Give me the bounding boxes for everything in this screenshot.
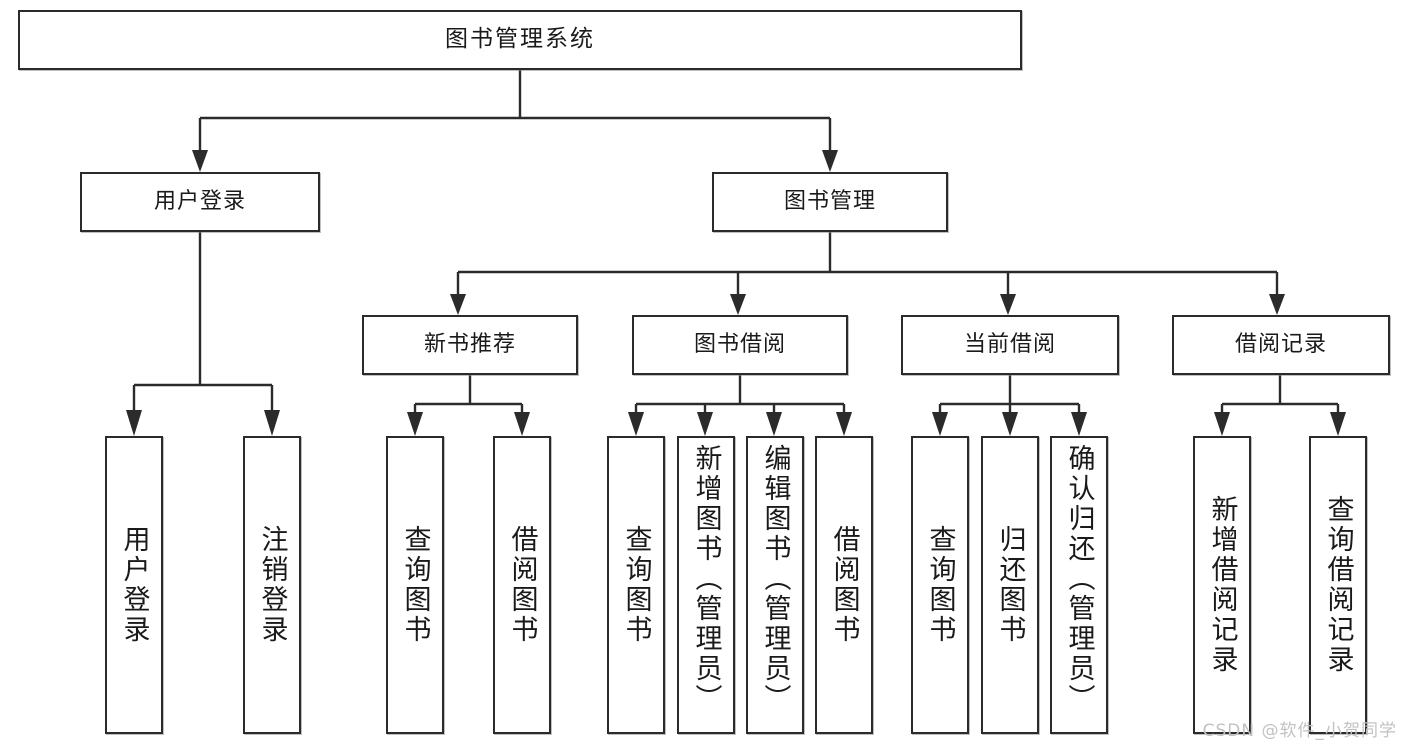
node-new-book-recommend[interactable]: 新书推荐 [362, 315, 578, 375]
node-label: 当前借阅 [963, 332, 1056, 358]
leaf-user-login-logout[interactable]: 注销登录 [243, 436, 301, 734]
node-label: 查询图书 [399, 525, 431, 645]
node-label: 注销登录 [256, 525, 288, 645]
leaf-record-query-record[interactable]: 查询借阅记录 [1309, 436, 1367, 734]
arrow-borrow-l3 [766, 412, 782, 436]
leaf-current-return-book[interactable]: 归还图书 [981, 436, 1039, 734]
arrow-current-l1 [932, 412, 948, 436]
leaf-newbook-query-book[interactable]: 查询图书 [386, 436, 444, 734]
leaf-borrow-edit-book-admin[interactable]: 编辑图书（管理员） [746, 436, 804, 734]
arrow-userlogin-l2 [264, 410, 280, 436]
arrow-newbook-l2 [514, 412, 530, 436]
leaf-current-confirm-return-admin[interactable]: 确认归还（管理员） [1050, 436, 1108, 734]
node-label: 查询借阅记录 [1322, 495, 1354, 675]
watermark-text: CSDN @软件_小贺同学 [1202, 721, 1397, 741]
arrow-bookmgmt-c4 [1269, 294, 1285, 315]
node-label: 确认归还（管理员） [1063, 444, 1095, 714]
node-label: 借阅记录 [1234, 332, 1327, 358]
node-root-system[interactable]: 图书管理系统 [18, 10, 1022, 70]
node-label: 新书推荐 [423, 332, 516, 358]
node-label: 编辑图书（管理员） [759, 444, 791, 714]
node-label: 查询图书 [620, 525, 652, 645]
node-book-borrow[interactable]: 图书借阅 [632, 315, 848, 375]
node-label: 查询图书 [924, 525, 956, 645]
node-label: 新增图书（管理员） [690, 444, 722, 714]
arrow-current-l2 [1002, 412, 1018, 436]
node-label: 图书借阅 [693, 332, 786, 358]
arrow-root-to-userlogin [192, 150, 208, 172]
arrow-borrow-l1 [628, 412, 644, 436]
node-label: 用户登录 [153, 189, 246, 215]
node-book-management[interactable]: 图书管理 [712, 172, 948, 232]
node-user-login[interactable]: 用户登录 [80, 172, 320, 232]
node-borrow-record[interactable]: 借阅记录 [1172, 315, 1390, 375]
arrow-record-l2 [1330, 412, 1346, 436]
node-label: 图书管理 [783, 189, 876, 215]
arrow-borrow-l4 [836, 412, 852, 436]
arrow-bookmgmt-c3 [1000, 294, 1016, 315]
leaf-borrow-borrow-book[interactable]: 借阅图书 [815, 436, 873, 734]
arrow-bookmgmt-c1 [450, 294, 466, 315]
arrow-bookmgmt-c2 [730, 294, 746, 315]
node-label: 借阅图书 [506, 525, 538, 645]
leaf-current-query-book[interactable]: 查询图书 [911, 436, 969, 734]
node-current-borrow[interactable]: 当前借阅 [901, 315, 1119, 375]
arrow-borrow-l2 [697, 412, 713, 436]
leaf-borrow-query-book[interactable]: 查询图书 [607, 436, 665, 734]
leaf-record-add-record[interactable]: 新增借阅记录 [1193, 436, 1251, 734]
node-label: 归还图书 [994, 525, 1026, 645]
arrow-current-l3 [1071, 412, 1087, 436]
arrow-root-to-bookmgmt [822, 150, 838, 172]
node-label: 图书管理系统 [445, 26, 595, 53]
arrow-newbook-l1 [407, 412, 423, 436]
node-label: 新增借阅记录 [1206, 495, 1238, 675]
leaf-borrow-add-book-admin[interactable]: 新增图书（管理员） [677, 436, 735, 734]
leaf-user-login-login[interactable]: 用户登录 [105, 436, 163, 734]
node-label: 借阅图书 [828, 525, 860, 645]
arrow-record-l1 [1214, 412, 1230, 436]
arrow-userlogin-l1 [126, 410, 142, 436]
node-label: 用户登录 [118, 525, 150, 645]
leaf-newbook-borrow-book[interactable]: 借阅图书 [493, 436, 551, 734]
